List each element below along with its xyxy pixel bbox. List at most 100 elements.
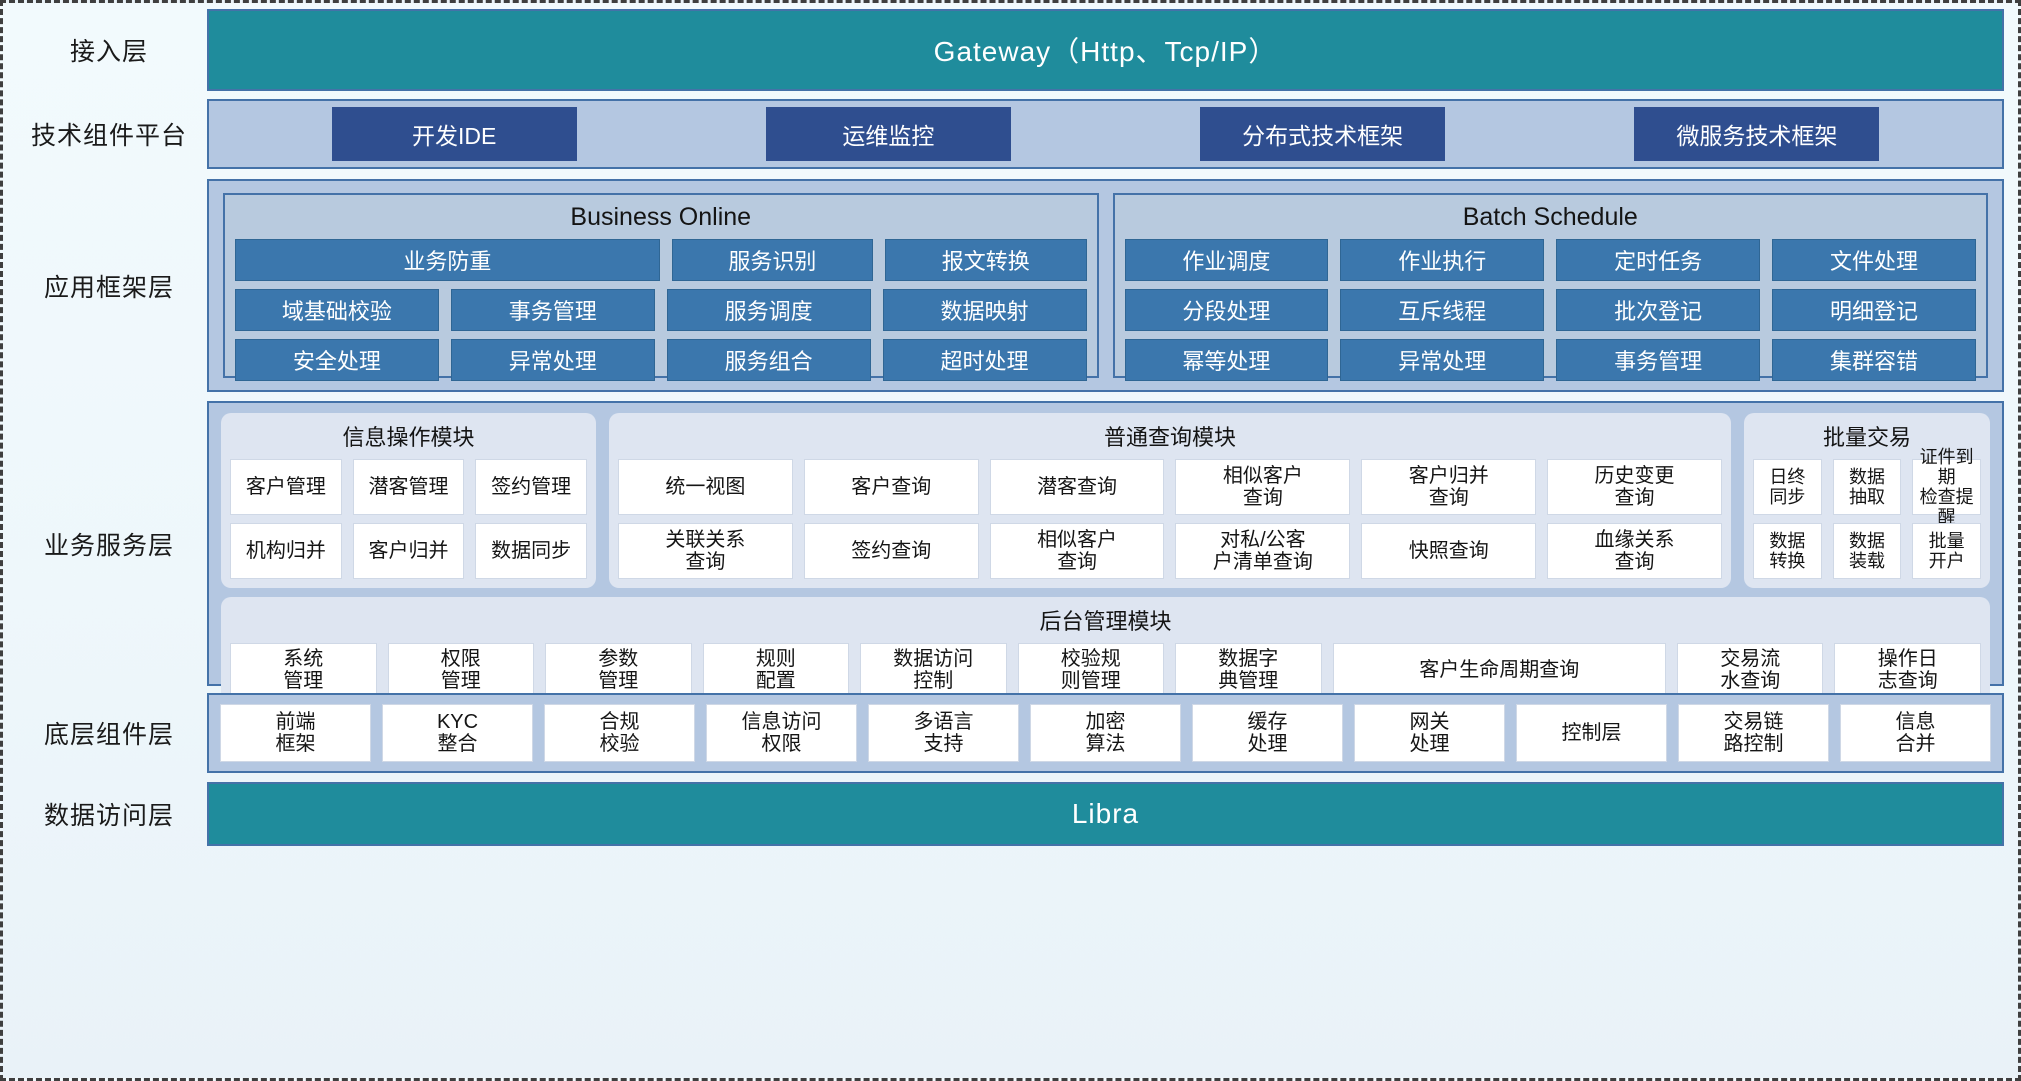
biz-cell-qkgl[interactable]: 潜客管理 <box>352 459 465 515</box>
tech-chip-ide[interactable]: 开发IDE <box>331 107 577 161</box>
tech-chip-microservice-framework[interactable]: 微服务技术框架 <box>1634 107 1880 161</box>
tech-chip-ops-monitor[interactable]: 运维监控 <box>765 107 1011 161</box>
app-cell-sjys[interactable]: 数据映射 <box>882 289 1087 331</box>
app-cell-zyzx[interactable]: 作业执行 <box>1340 239 1545 281</box>
app-grid-row: 安全处理 异常处理 服务组合 超时处理 <box>235 339 1087 381</box>
app-cell-zydd[interactable]: 作业调度 <box>1124 239 1329 281</box>
comp-cell-xxfwqx[interactable]: 信息访问权限 <box>706 704 857 762</box>
app-grid-row: 分段处理 互斥线程 批次登记 明细登记 <box>1124 289 1976 331</box>
libra-bar: Libra <box>207 782 2004 846</box>
app-cell-mdcl[interactable]: 幂等处理 <box>1124 339 1329 381</box>
app-group-business-online: Business Online 业务防重 服务识别 报文转换 域基础校验 事务管… <box>223 193 1099 381</box>
app-group-batch-schedule: Batch Schedule 作业调度 作业执行 定时任务 文件处理 分段处理 … <box>1112 193 1988 381</box>
biz-module-title-info-operation: 信息操作模块 <box>342 425 475 450</box>
biz-cell-xskhcx[interactable]: 相似客户查询 <box>1175 459 1351 515</box>
biz-module-info-operation: 信息操作模块 客户管理 潜客管理 签约管理 机构归并 客户归并 数据同步 <box>221 413 596 588</box>
biz-cell-qycx[interactable]: 签约查询 <box>803 523 979 579</box>
app-cell-jqrc[interactable]: 集群容错 <box>1772 339 1976 381</box>
biz-cell-xygxcx[interactable]: 血缘关系查询 <box>1547 523 1722 579</box>
layer-label-data-access: 数据访问层 <box>43 801 174 830</box>
tech-chip-distributed-framework[interactable]: 分布式技术框架 <box>1200 107 1446 161</box>
layer-label-business-service: 业务服务层 <box>43 530 174 560</box>
layer-app-framework: 应用框架层 Business Online 业务防重 服务识别 报文转换 域基础… <box>11 179 2004 392</box>
app-grid-row: 域基础校验 事务管理 服务调度 数据映射 <box>235 289 1087 331</box>
back-cell-jyzgl[interactable]: 校验规则管理 <box>1017 643 1164 697</box>
back-cell-czrzcx[interactable]: 操作日志查询 <box>1834 643 1981 697</box>
biz-row: 关联关系查询 签约查询 相似客户查询 对私/公客户清单查询 快照查询 血缘关系查… <box>618 523 1722 579</box>
comp-cell-hgjy[interactable]: 合规校验 <box>544 704 695 762</box>
app-cell-swgl-batch[interactable]: 事务管理 <box>1556 339 1761 381</box>
app-cell-yjcjy[interactable]: 域基础校验 <box>235 289 439 331</box>
biz-cell-jggb[interactable]: 机构归并 <box>230 523 342 579</box>
app-group-title-batch-schedule: Batch Schedule <box>1462 203 1638 231</box>
biz-cell-qkcx[interactable]: 潜客查询 <box>989 459 1165 515</box>
app-cell-dsrw[interactable]: 定时任务 <box>1556 239 1761 281</box>
back-cell-qxgl[interactable]: 权限管理 <box>387 643 534 697</box>
comp-cell-xxhb[interactable]: 信息合并 <box>1840 704 1991 762</box>
biz-cell-sjzz[interactable]: 数据装载 <box>1832 523 1902 579</box>
back-cell-csgl[interactable]: 参数管理 <box>545 643 692 697</box>
comp-cell-jylkz[interactable]: 交易链路控制 <box>1678 704 1829 762</box>
biz-cell-lsbgcx[interactable]: 历史变更查询 <box>1547 459 1722 515</box>
app-grid-row: 业务防重 服务识别 报文转换 <box>235 239 1087 281</box>
biz-cell-khcx[interactable]: 客户查询 <box>803 459 979 515</box>
biz-module-title-common-query: 普通查询模块 <box>1103 425 1236 450</box>
biz-module-backstage: 后台管理模块 系统管理 权限管理 参数管理 规则配置 数据访问控制 校验规则管理… <box>221 597 1990 706</box>
app-cell-yccl-batch[interactable]: 异常处理 <box>1340 339 1545 381</box>
biz-cell-khgbcx[interactable]: 客户归并查询 <box>1361 459 1537 515</box>
biz-cell-sjzh[interactable]: 数据转换 <box>1753 523 1822 579</box>
biz-cell-kzcx[interactable]: 快照查询 <box>1361 523 1537 579</box>
biz-cell-sjtb[interactable]: 数据同步 <box>475 523 588 579</box>
tech-platform-panel: 开发IDE 运维监控 分布式技术框架 微服务技术框架 <box>207 99 2004 169</box>
biz-cell-plkh[interactable]: 批量开户 <box>1912 523 1982 579</box>
biz-cell-khgb[interactable]: 客户归并 <box>352 523 465 579</box>
app-framework-panel: Business Online 业务防重 服务识别 报文转换 域基础校验 事务管… <box>207 179 2004 392</box>
app-cell-wjcl[interactable]: 文件处理 <box>1772 239 1976 281</box>
biz-cell-rztb[interactable]: 日终同步 <box>1753 459 1822 515</box>
biz-row: 日终同步 数据抽取 证件到期检查提醒 <box>1753 447 1982 527</box>
back-cell-khsmzqcx[interactable]: 客户生命周期查询 <box>1332 643 1666 697</box>
biz-cell-dsgkhqdcx[interactable]: 对私/公客户清单查询 <box>1175 523 1351 579</box>
biz-cell-sjcq[interactable]: 数据抽取 <box>1832 459 1902 515</box>
biz-cell-khgl[interactable]: 客户管理 <box>230 459 342 515</box>
back-cell-sjzdgl[interactable]: 数据字典管理 <box>1175 643 1322 697</box>
app-cell-bwzh[interactable]: 报文转换 <box>885 239 1087 281</box>
back-cell-sjfwkz[interactable]: 数据访问控制 <box>860 643 1007 697</box>
app-cell-fdcl[interactable]: 分段处理 <box>1124 289 1329 331</box>
app-cell-hcxc[interactable]: 互斥线程 <box>1340 289 1545 331</box>
layer-label-app-framework: 应用框架层 <box>43 272 174 302</box>
app-cell-aqcl[interactable]: 安全处理 <box>235 339 439 381</box>
app-cell-pcdj[interactable]: 批次登记 <box>1556 289 1761 331</box>
app-cell-fwdd[interactable]: 服务调度 <box>666 289 871 331</box>
comp-cell-jmsf[interactable]: 加密算法 <box>1030 704 1181 762</box>
biz-module-batch-transaction: 批量交易 日终同步 数据抽取 证件到期检查提醒 数据转换 数据装载 批量开户 <box>1744 413 1990 588</box>
app-cell-mxdj[interactable]: 明细登记 <box>1772 289 1976 331</box>
app-cell-swgl[interactable]: 事务管理 <box>450 289 655 331</box>
back-cell-gzpz[interactable]: 规则配置 <box>702 643 849 697</box>
app-cell-ywfz[interactable]: 业务防重 <box>235 239 660 281</box>
biz-cell-qygl[interactable]: 签约管理 <box>475 459 588 515</box>
layer-label-tech-platform: 技术组件平台 <box>30 121 187 150</box>
back-cell-xtgl[interactable]: 系统管理 <box>230 643 377 697</box>
biz-cell-xskhcx2[interactable]: 相似客户查询 <box>989 523 1165 579</box>
backstage-row: 系统管理 权限管理 参数管理 规则配置 数据访问控制 校验规则管理 数据字典管理… <box>230 643 1981 697</box>
comp-cell-dyyzc[interactable]: 多语言支持 <box>868 704 1019 762</box>
biz-cell-zjdqjctx[interactable]: 证件到期检查提醒 <box>1912 447 1982 527</box>
biz-module-title-backstage: 后台管理模块 <box>1039 609 1172 634</box>
biz-cell-glgxcx[interactable]: 关联关系查询 <box>618 523 793 579</box>
biz-cell-tyst[interactable]: 统一视图 <box>618 459 793 515</box>
app-cell-yccl[interactable]: 异常处理 <box>450 339 655 381</box>
comp-cell-qdkj[interactable]: 前端框架 <box>220 704 371 762</box>
app-cell-fwsb[interactable]: 服务识别 <box>671 239 874 281</box>
comp-cell-kzc[interactable]: 控制层 <box>1516 704 1667 762</box>
app-cell-cscl[interactable]: 超时处理 <box>882 339 1087 381</box>
biz-module-common-query: 普通查询模块 统一视图 客户查询 潜客查询 相似客户查询 客户归并查询 历史变更… <box>609 413 1731 588</box>
app-cell-fwzh[interactable]: 服务组合 <box>666 339 871 381</box>
back-cell-jylscx[interactable]: 交易流水查询 <box>1676 643 1824 697</box>
comp-cell-hccl[interactable]: 缓存处理 <box>1192 704 1343 762</box>
layer-access: 接入层 Gateway（Http、Tcp/IP） <box>11 9 2004 91</box>
comp-cell-wgcl[interactable]: 网关处理 <box>1354 704 1505 762</box>
